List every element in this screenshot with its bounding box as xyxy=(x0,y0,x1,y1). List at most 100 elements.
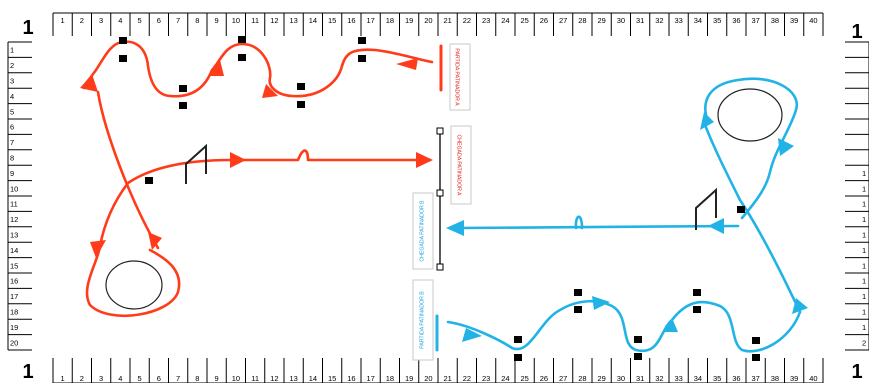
skater-b-route xyxy=(435,77,802,353)
cone-marker-icon xyxy=(179,102,187,109)
ruler-column-label: 23 xyxy=(482,374,490,383)
ruler-column-label: 18 xyxy=(386,374,394,383)
ruler-row-label: 1 xyxy=(862,277,866,286)
ruler-column-label: 39 xyxy=(790,374,798,383)
arrow-icon xyxy=(230,152,246,168)
cone-markers xyxy=(119,36,760,361)
ruler-row-label: 4 xyxy=(10,92,14,101)
ruler-column-label: 38 xyxy=(771,374,779,383)
ruler-column-label: 26 xyxy=(540,374,548,383)
ruler-column-label: 27 xyxy=(559,374,567,383)
arrow-icon xyxy=(792,298,808,314)
ruler-column-label: 9 xyxy=(215,374,219,383)
ruler-column-label: 2 xyxy=(80,374,84,383)
ruler-column-label: 8 xyxy=(195,374,199,383)
cone-marker-icon xyxy=(238,36,246,43)
cone-marker-icon xyxy=(297,101,305,108)
ruler-column-label: 36 xyxy=(732,374,740,383)
cone-marker-icon xyxy=(119,37,127,44)
cone-marker-icon xyxy=(752,337,760,344)
ruler-column-label: 10 xyxy=(232,16,240,25)
ruler-column-label: 11 xyxy=(251,16,259,25)
ruler-row-label: 9 xyxy=(10,169,14,178)
cone-marker-icon xyxy=(634,353,642,360)
spin-circle-a-icon xyxy=(105,260,163,310)
ruler-row-label: 1 xyxy=(862,323,866,332)
cone-marker-icon xyxy=(574,289,582,296)
ruler-row-label: 2 xyxy=(10,61,14,70)
ruler-row-label: 5 xyxy=(10,107,14,116)
ruler-row-label: 1 xyxy=(862,184,866,193)
ruler-column-label: 5 xyxy=(138,374,142,383)
ruler-row-label: 1 xyxy=(862,200,866,209)
ruler-column-label: 31 xyxy=(636,374,644,383)
ruler-row-label: 1 xyxy=(862,246,866,255)
ruler-row-label: 14 xyxy=(10,246,18,255)
cone-marker-icon xyxy=(514,354,522,361)
arrow-icon xyxy=(262,84,278,98)
ruler-column-label: 3 xyxy=(99,16,103,25)
ruler-column-label: 34 xyxy=(694,16,702,25)
partida-a-label: PARTIDA PATINADOR A xyxy=(454,48,460,106)
ruler-row-label: 18 xyxy=(10,308,18,317)
chegada-a-label: CHEGADA PATINADOR A xyxy=(456,135,462,196)
arrow-icon xyxy=(396,58,418,70)
cone-marker-icon xyxy=(514,336,522,343)
ruler-column-label: 28 xyxy=(578,16,586,25)
ruler-column-label: 35 xyxy=(713,374,721,383)
ruler-column-label: 8 xyxy=(195,16,199,25)
ruler-row-label: 1 xyxy=(10,46,14,55)
ruler-row-label: 12 xyxy=(10,215,18,224)
ruler-column-label: 1 xyxy=(61,374,65,383)
arrow-icon xyxy=(208,60,224,76)
ruler-column-label: 15 xyxy=(328,374,336,383)
ruler-column-label: 13 xyxy=(289,16,297,25)
ruler-column-label: 28 xyxy=(578,374,586,383)
ruler-column-label: 39 xyxy=(790,16,798,25)
ruler-column-label: 36 xyxy=(732,16,740,25)
ruler-row-label: 15 xyxy=(10,261,18,270)
ruler-column-label: 14 xyxy=(309,16,317,25)
cone-marker-icon xyxy=(693,289,701,296)
ruler-column-label: 19 xyxy=(405,374,413,383)
ruler-column-label: 5 xyxy=(138,16,142,25)
arrow-icon xyxy=(664,318,678,332)
ruler-row-label: 11 xyxy=(10,200,18,209)
cone-marker-icon xyxy=(238,54,246,61)
ruler-column-label: 34 xyxy=(694,374,702,383)
ruler-column-label: 33 xyxy=(674,16,682,25)
ruler-column-label: 32 xyxy=(655,16,663,25)
cone-marker-icon xyxy=(574,306,582,313)
arrow-icon xyxy=(80,74,98,92)
skater-a-jump-icon xyxy=(185,143,207,184)
cone-marker-icon xyxy=(297,83,305,90)
ruler-column-label: 19 xyxy=(405,16,413,25)
arrow-icon xyxy=(90,240,106,258)
ruler-column-label: 16 xyxy=(347,374,355,383)
ruler-column-label: 10 xyxy=(232,374,240,383)
ruler-row-label: 1 xyxy=(862,169,866,178)
ruler-column-label: 25 xyxy=(520,16,528,25)
ruler-column-label: 21 xyxy=(443,374,451,383)
ruler-column-label: 12 xyxy=(270,374,278,383)
center-divider xyxy=(436,127,444,271)
ruler-column-label: 1 xyxy=(61,16,65,25)
ruler-column-label: 9 xyxy=(215,16,219,25)
ruler-column-label: 24 xyxy=(501,374,509,383)
arrow-icon xyxy=(446,220,464,236)
cone-marker-icon xyxy=(179,85,187,92)
ruler-column-label: 26 xyxy=(540,16,548,25)
skater-a-arrows xyxy=(80,58,433,258)
ruler-column-label: 20 xyxy=(424,16,432,25)
partida-b-label: PARTIDA PATINADOR B xyxy=(419,291,425,349)
arrow-icon xyxy=(592,296,610,310)
ruler-column-label: 32 xyxy=(655,374,663,383)
ruler-column-label: 2 xyxy=(80,16,84,25)
ruler-column-label: 27 xyxy=(559,16,567,25)
chegada-b-label-box: CHEGADA PATINADOR B xyxy=(412,192,434,270)
ruler-row-label: 20 xyxy=(10,338,18,347)
ruler-column-label: 30 xyxy=(617,374,625,383)
ruler-column-label: 31 xyxy=(636,16,644,25)
